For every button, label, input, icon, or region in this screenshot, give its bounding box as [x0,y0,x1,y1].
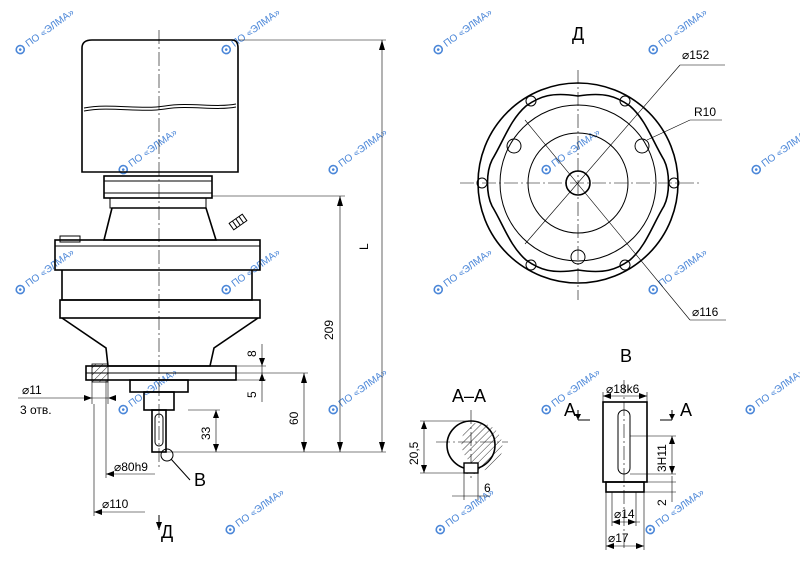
bolt-hole [525,95,537,107]
watermark: ПО «ЭЛМА» [431,7,495,56]
dim-d11: ⌀11 [22,383,42,397]
watermark: ПО «ЭЛМА» [223,487,287,536]
watermark: ПО «ЭЛМА» [326,367,390,416]
section-mark-a-right: А [680,400,692,420]
side-view-dimensions: L 209 60 8 5 33 ⌀11 3 отв. ⌀80h9 [18,39,386,542]
dim-d110: ⌀110 [102,497,129,511]
svg-text:ПО «ЭЛМА»: ПО «ЭЛМА» [442,7,495,50]
gearbox-body [61,270,253,301]
dim-r10: R10 [694,105,716,119]
mount-hole [506,138,522,154]
svg-text:ПО «ЭЛМА»: ПО «ЭЛМА» [442,247,495,290]
svg-text:ПО «ЭЛМА»: ПО «ЭЛМА» [24,247,77,290]
side-view: В [54,30,261,490]
watermark: ПО «ЭЛМА» [431,247,495,296]
dim-d14: ⌀14 [614,507,635,521]
motor-flange [103,175,213,199]
dim-8: 8 [245,350,259,357]
dim-d152: ⌀152 [682,48,710,62]
callout-b-label: В [194,470,206,490]
watermark: ПО «ЭЛМА» [539,127,603,176]
bolt-hole [619,95,631,107]
svg-text:ПО «ЭЛМА»: ПО «ЭЛМА» [127,127,180,170]
break-line [83,103,237,109]
bolt [228,213,248,231]
view-b: В ⌀18k6 А А 3Н11 2 ⌀14 [564,346,692,550]
shaft-key [154,413,164,447]
svg-text:ПО «ЭЛМА»: ПО «ЭЛМА» [754,367,800,410]
view-d: Д ⌀152 R10 ⌀116 [460,24,726,321]
pilot-circle [499,104,657,262]
bolt-hole [525,259,537,271]
gearbox-flange-lower [59,299,261,319]
watermark: ПО «ЭЛМА» [116,127,180,176]
adapter [102,207,218,241]
svg-text:ПО «ЭЛМА»: ПО «ЭЛМА» [657,247,710,290]
gearbox-cone [61,317,259,367]
watermark: ПО «ЭЛМА» [643,487,707,536]
dim-5: 5 [245,391,259,398]
dim-6: 6 [484,481,491,495]
bolt-hole [668,177,680,189]
watermark: ПО «ЭЛМА» [326,127,390,176]
dim-20-5: 20,5 [407,441,421,465]
watermark: ПО «ЭЛМА» [13,247,77,296]
keyway [463,462,479,474]
svg-text:ПО «ЭЛМА»: ПО «ЭЛМА» [24,7,77,50]
detail-b-callout [160,448,174,462]
motor-housing [81,39,239,173]
dim-209: 209 [322,320,336,340]
dim-d17: ⌀17 [608,531,629,545]
center-bore [565,170,591,196]
bolt-hole [619,259,631,271]
svg-text:ПО «ЭЛМА»: ПО «ЭЛМА» [234,487,287,530]
shaft-body [602,401,648,483]
dim-60: 60 [287,411,301,425]
bolt-hole [476,177,488,189]
dim-d18: ⌀18k6 [606,382,640,396]
watermark: ПО «ЭЛМА» [13,7,77,56]
dim-3h11: 3Н11 [655,444,669,472]
mount-hole [570,249,586,265]
svg-text:ПО «ЭЛМА»: ПО «ЭЛМА» [654,487,707,530]
svg-text:ПО «ЭЛМА»: ПО «ЭЛМА» [657,7,710,50]
shaft-keyway [617,409,631,475]
output-shaft [151,409,167,453]
view-d-title: Д [572,24,584,44]
watermark: ПО «ЭЛМА» [749,127,800,176]
watermark: ПО «ЭЛМА» [743,367,800,416]
watermark: ПО «ЭЛМА» [646,247,710,296]
dim-d80: ⌀80h9 [114,460,148,474]
gearbox-flange-upper [54,239,261,271]
outer-flange [477,82,679,284]
dim-holes-count: 3 отв. [20,403,52,417]
dim-33: 33 [199,426,213,440]
mount-hole [634,138,650,154]
dim-d116: ⌀116 [692,305,719,319]
svg-text:ПО «ЭЛМА»: ПО «ЭЛМА» [550,367,603,410]
view-b-title: В [620,346,632,366]
section-aa-title: А–А [452,386,486,406]
svg-text:ПО «ЭЛМА»: ПО «ЭЛМА» [230,247,283,290]
break-line [83,106,237,112]
dim-2: 2 [655,499,669,506]
arrow-d-label: Д [161,522,173,542]
section-mark-a-left: А [564,400,576,420]
svg-text:ПО «ЭЛМА»: ПО «ЭЛМА» [760,127,800,170]
shaft-step [605,481,645,493]
lobed-flange [486,93,670,273]
dim-l: L [357,243,371,250]
section-aa: А–А 20,5 6 [407,386,508,500]
inner-circle [527,132,629,234]
watermark: ПО «ЭЛМА» [219,7,283,56]
